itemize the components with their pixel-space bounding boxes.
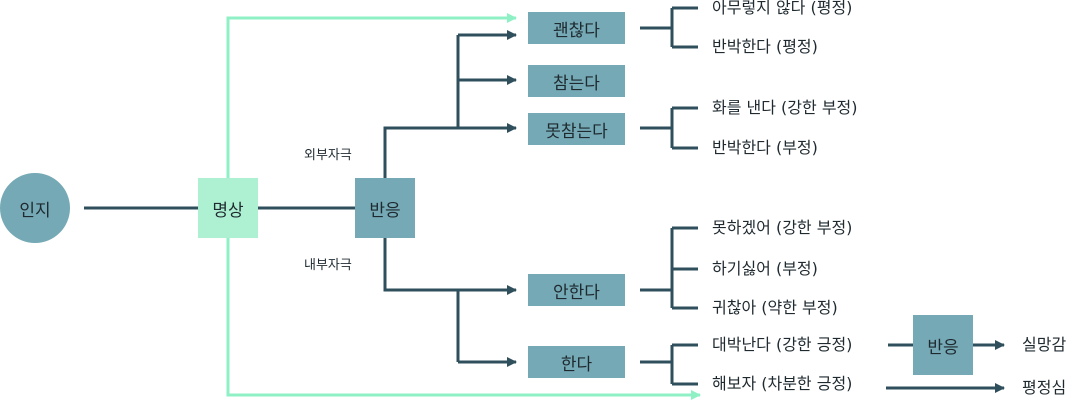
outcome-fine-2: 반박한다 (평정) <box>712 37 818 56</box>
node-reaction: 반응 <box>355 178 415 238</box>
outcome-not-do-2: 하기싫어 (부정) <box>712 259 818 278</box>
outcome-do-1: 대박난다 (강한 긍정) <box>712 335 853 354</box>
node-do: 한다 <box>528 346 625 378</box>
node-endure-label: 참는다 <box>553 73 600 94</box>
outcome-not-do-1: 못하겠어 (강한 부정) <box>712 218 853 237</box>
result-equanimity: 평정심 <box>1022 378 1067 397</box>
node-not-do-label: 안한다 <box>553 282 600 303</box>
node-cognition: 인지 <box>0 173 70 243</box>
node-reaction-2: 반응 <box>913 315 973 375</box>
node-reaction-2-label: 반응 <box>927 337 959 358</box>
outcome-do-2: 해보자 (차분한 긍정) <box>712 374 853 393</box>
outcome-not-endure-2: 반박한다 (부정) <box>712 138 818 157</box>
node-not-endure: 못참는다 <box>528 113 625 145</box>
node-not-do: 안한다 <box>528 274 625 306</box>
edge-label-internal: 내부자극 <box>304 258 352 273</box>
node-meditation-label: 명상 <box>212 200 244 221</box>
node-do-label: 한다 <box>560 354 593 375</box>
result-disappointment: 실망감 <box>1022 335 1067 354</box>
node-meditation: 명상 <box>198 178 258 238</box>
node-cognition-label: 인지 <box>19 200 51 221</box>
node-endure: 참는다 <box>528 65 625 97</box>
node-reaction-label: 반응 <box>369 200 401 221</box>
outcome-fine-1: 아무렇지 않다 (평정) <box>712 0 853 17</box>
outcome-not-endure-1: 화를 낸다 (강한 부정) <box>712 98 858 117</box>
node-not-endure-label: 못참는다 <box>545 121 608 142</box>
outcome-not-do-3: 귀찮아 (약한 부정) <box>712 298 838 317</box>
edge-label-external: 외부자극 <box>304 148 352 163</box>
meditation-bypass-lines <box>226 13 701 400</box>
main-flow-lines <box>84 6 1005 393</box>
node-fine-label: 괜찮다 <box>553 20 600 41</box>
node-fine: 괜찮다 <box>528 12 625 44</box>
